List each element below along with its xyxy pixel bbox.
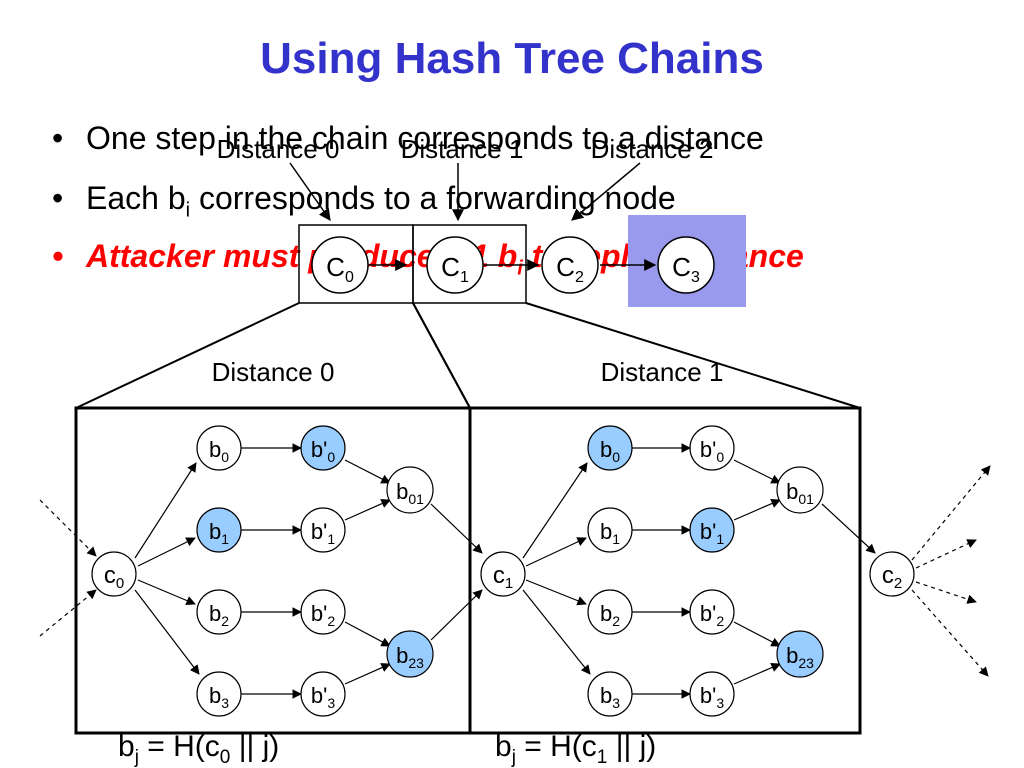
svg-text:b1: b1 xyxy=(600,519,620,547)
bullet-2: • Each bi corresponds to a forwarding nod… xyxy=(52,180,676,222)
node-p0-bp1: b'1 xyxy=(300,507,346,553)
svg-text:b2: b2 xyxy=(209,601,229,629)
svg-text:b01: b01 xyxy=(396,479,424,507)
node-c1: c1 xyxy=(480,551,526,597)
node-p1-b23: b23 xyxy=(776,630,824,678)
node-p1-bp3: b'3 xyxy=(689,671,735,717)
bullet-1-text: One step in the chain corresponds to a d… xyxy=(86,120,764,156)
node-p0-bp2: b'2 xyxy=(300,589,346,635)
svg-text:b1: b1 xyxy=(209,519,229,547)
node-p1-b0: b0 xyxy=(587,425,633,471)
node-p1-b2: b2 xyxy=(587,589,633,635)
svg-text:c2: c2 xyxy=(882,562,902,592)
bullet-1: • One step in the chain corresponds to a … xyxy=(52,120,764,157)
bullet-dot: • xyxy=(52,180,64,216)
svg-text:b'1: b'1 xyxy=(700,519,724,547)
panel-distance-1 xyxy=(468,406,862,735)
node-p1-b3: b3 xyxy=(587,671,633,717)
svg-text:b0: b0 xyxy=(209,437,229,465)
panel0-edges xyxy=(134,443,483,699)
svg-text:b'1: b'1 xyxy=(311,519,335,547)
svg-text:b'0: b'0 xyxy=(700,437,724,465)
svg-text:c1: c1 xyxy=(493,562,513,592)
chain-node-c1: C1 xyxy=(426,236,484,294)
panel-label-distance-1: Distance 1 xyxy=(601,357,724,387)
node-p1-bp0: b'0 xyxy=(689,425,735,471)
callout-distance-1: Distance 1 xyxy=(401,134,524,164)
svg-text:b01: b01 xyxy=(786,479,814,507)
node-c2: c2 xyxy=(869,551,915,597)
bullet-dot: • xyxy=(52,238,64,274)
outgoing-dashed-arrows xyxy=(911,465,991,677)
expand-line-1a xyxy=(412,302,471,409)
slide-title: Using Hash Tree Chains xyxy=(260,34,764,83)
node-p0-b0: b0 xyxy=(196,425,242,471)
svg-text:C2: C2 xyxy=(556,252,584,286)
bullet-2-text-sub: i xyxy=(185,199,191,222)
bullet-2-text-main: Each b xyxy=(86,180,186,216)
svg-text:C0: C0 xyxy=(326,252,354,286)
node-p1-b1: b1 xyxy=(587,507,633,553)
chain-node-c3: C3 xyxy=(657,236,715,294)
node-p0-b01: b01 xyxy=(386,466,434,514)
svg-text:b'2: b'2 xyxy=(311,601,335,629)
chain-node-c0: C0 xyxy=(311,236,369,294)
svg-text:C1: C1 xyxy=(441,252,469,286)
node-p1-bp1: b'1 xyxy=(689,507,735,553)
node-p0-b3: b3 xyxy=(196,671,242,717)
svg-text:b'2: b'2 xyxy=(700,601,724,629)
panel-label-distance-0: Distance 0 xyxy=(212,357,335,387)
formula-panel-0: bj = H(c0 || j) xyxy=(118,730,279,768)
node-p1-b01: b01 xyxy=(776,466,824,514)
svg-text:b23: b23 xyxy=(786,643,814,671)
chain-node-c2: C2 xyxy=(541,236,599,294)
callout-arrow-0 xyxy=(289,162,331,221)
node-p0-bp3: b'3 xyxy=(300,671,346,717)
svg-text:b'0: b'0 xyxy=(311,437,335,465)
incoming-dashed-arrow-bottom xyxy=(39,589,97,637)
svg-text:b3: b3 xyxy=(600,683,620,711)
node-p0-b2: b2 xyxy=(196,589,242,635)
node-p1-bp2: b'2 xyxy=(689,589,735,635)
node-c0: c0 xyxy=(91,551,137,597)
chain-box-1 xyxy=(412,224,527,304)
bullet-2-text-rest: corresponds to a forwarding node xyxy=(190,180,676,216)
panel1-edges xyxy=(522,443,876,699)
svg-text:b0: b0 xyxy=(600,437,620,465)
callout-arrow-2 xyxy=(571,162,641,221)
bullet-3-text-sub: i xyxy=(517,257,523,280)
svg-text:b'3: b'3 xyxy=(700,683,724,711)
svg-text:b'3: b'3 xyxy=(311,683,335,711)
svg-text:c0: c0 xyxy=(104,562,124,592)
node-p0-b23: b23 xyxy=(386,630,434,678)
svg-text:b3: b3 xyxy=(209,683,229,711)
incoming-dashed-arrow-top xyxy=(39,499,97,557)
formula-panel-1: bj = H(c1 || j) xyxy=(495,730,656,768)
expand-line-1b xyxy=(525,302,861,409)
expand-line-0a xyxy=(75,302,300,409)
bullet-dot: • xyxy=(52,120,64,156)
node-p0-bp0: b'0 xyxy=(300,425,346,471)
svg-text:b2: b2 xyxy=(600,601,620,629)
node-p0-b1: b1 xyxy=(196,507,242,553)
svg-text:b23: b23 xyxy=(396,643,424,671)
callout-distance-2: Distance 2 xyxy=(591,134,714,164)
callout-distance-0: Distance 0 xyxy=(217,134,340,164)
svg-text:C3: C3 xyxy=(672,252,700,286)
